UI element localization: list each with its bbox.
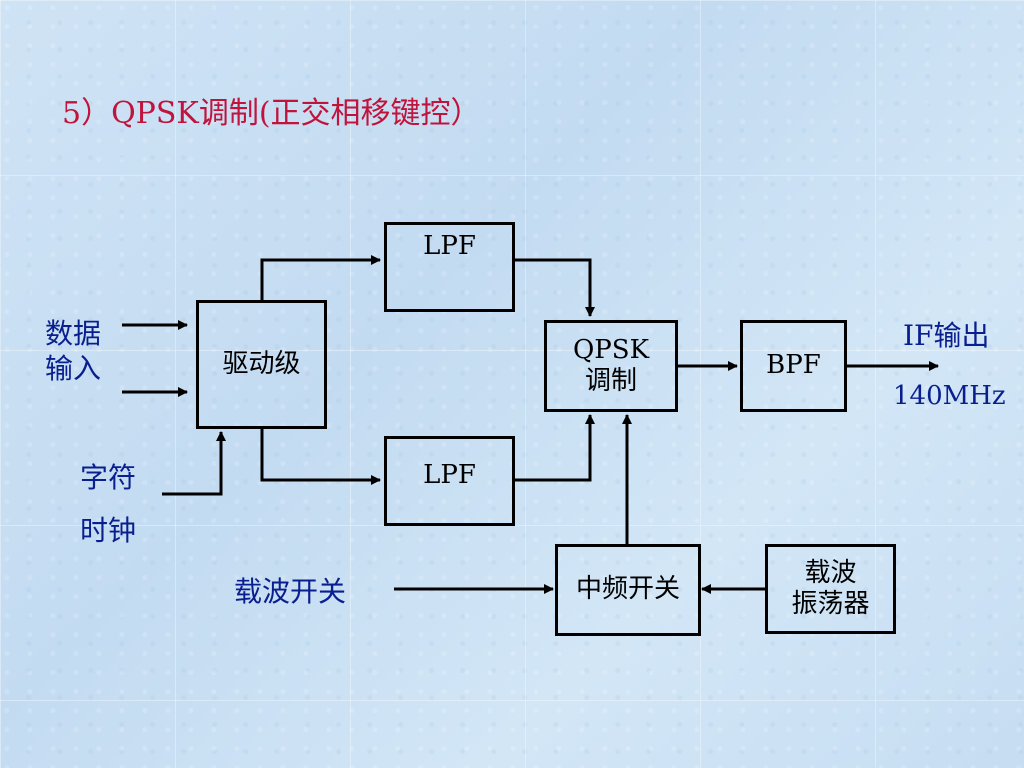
driver-to-lpf-bottom-arrow [260, 428, 381, 485]
char-clock-label-line1: 字符 [80, 461, 137, 494]
data-input-label: 数据 输入 [45, 316, 101, 386]
char-clock-label: 字符 时钟 [80, 460, 136, 548]
driver-to-lpf-top-arrow [260, 255, 381, 300]
if-switch-block: 中频开关 [555, 544, 701, 636]
carrier-switch-label: 载波开关 [234, 575, 347, 608]
qpsk-label-line2: 调制 [584, 366, 637, 396]
bpf-label: BPF [766, 350, 821, 381]
data-input-label-line1: 数据 [45, 317, 102, 350]
slide-title: 5）QPSK调制(正交相移键控） [62, 96, 481, 131]
lpf-bottom-block: LPF [384, 436, 515, 526]
if-switch-label: 中频开关 [575, 574, 680, 605]
bpf-block: BPF [740, 320, 847, 412]
data-input-label-line2: 输入 [45, 352, 102, 385]
char-clock-arrow [162, 431, 226, 496]
qpsk-modulator-block: QPSK 调制 [544, 320, 678, 412]
lpf-bottom-label: LPF [423, 460, 476, 491]
carrier-oscillator-block: 载波 振荡器 [765, 544, 896, 634]
lpf-bottom-to-qpsk-arrow [515, 414, 595, 482]
oscillator-label-line2: 振荡器 [791, 589, 870, 619]
oscillator-label-line1: 载波 [804, 557, 857, 588]
qpsk-label-line1: QPSK [572, 334, 650, 365]
driver-block-label: 驱动级 [222, 348, 301, 379]
frequency-label: 140MHz [893, 381, 1006, 411]
lpf-top-to-qpsk-arrow [515, 258, 595, 317]
if-output-label: IF输出 [903, 319, 990, 352]
char-clock-label-line2: 时钟 [80, 514, 137, 547]
lpf-top-label: LPF [423, 231, 476, 262]
driver-block: 驱动级 [196, 300, 327, 429]
lpf-top-block: LPF [384, 222, 515, 312]
